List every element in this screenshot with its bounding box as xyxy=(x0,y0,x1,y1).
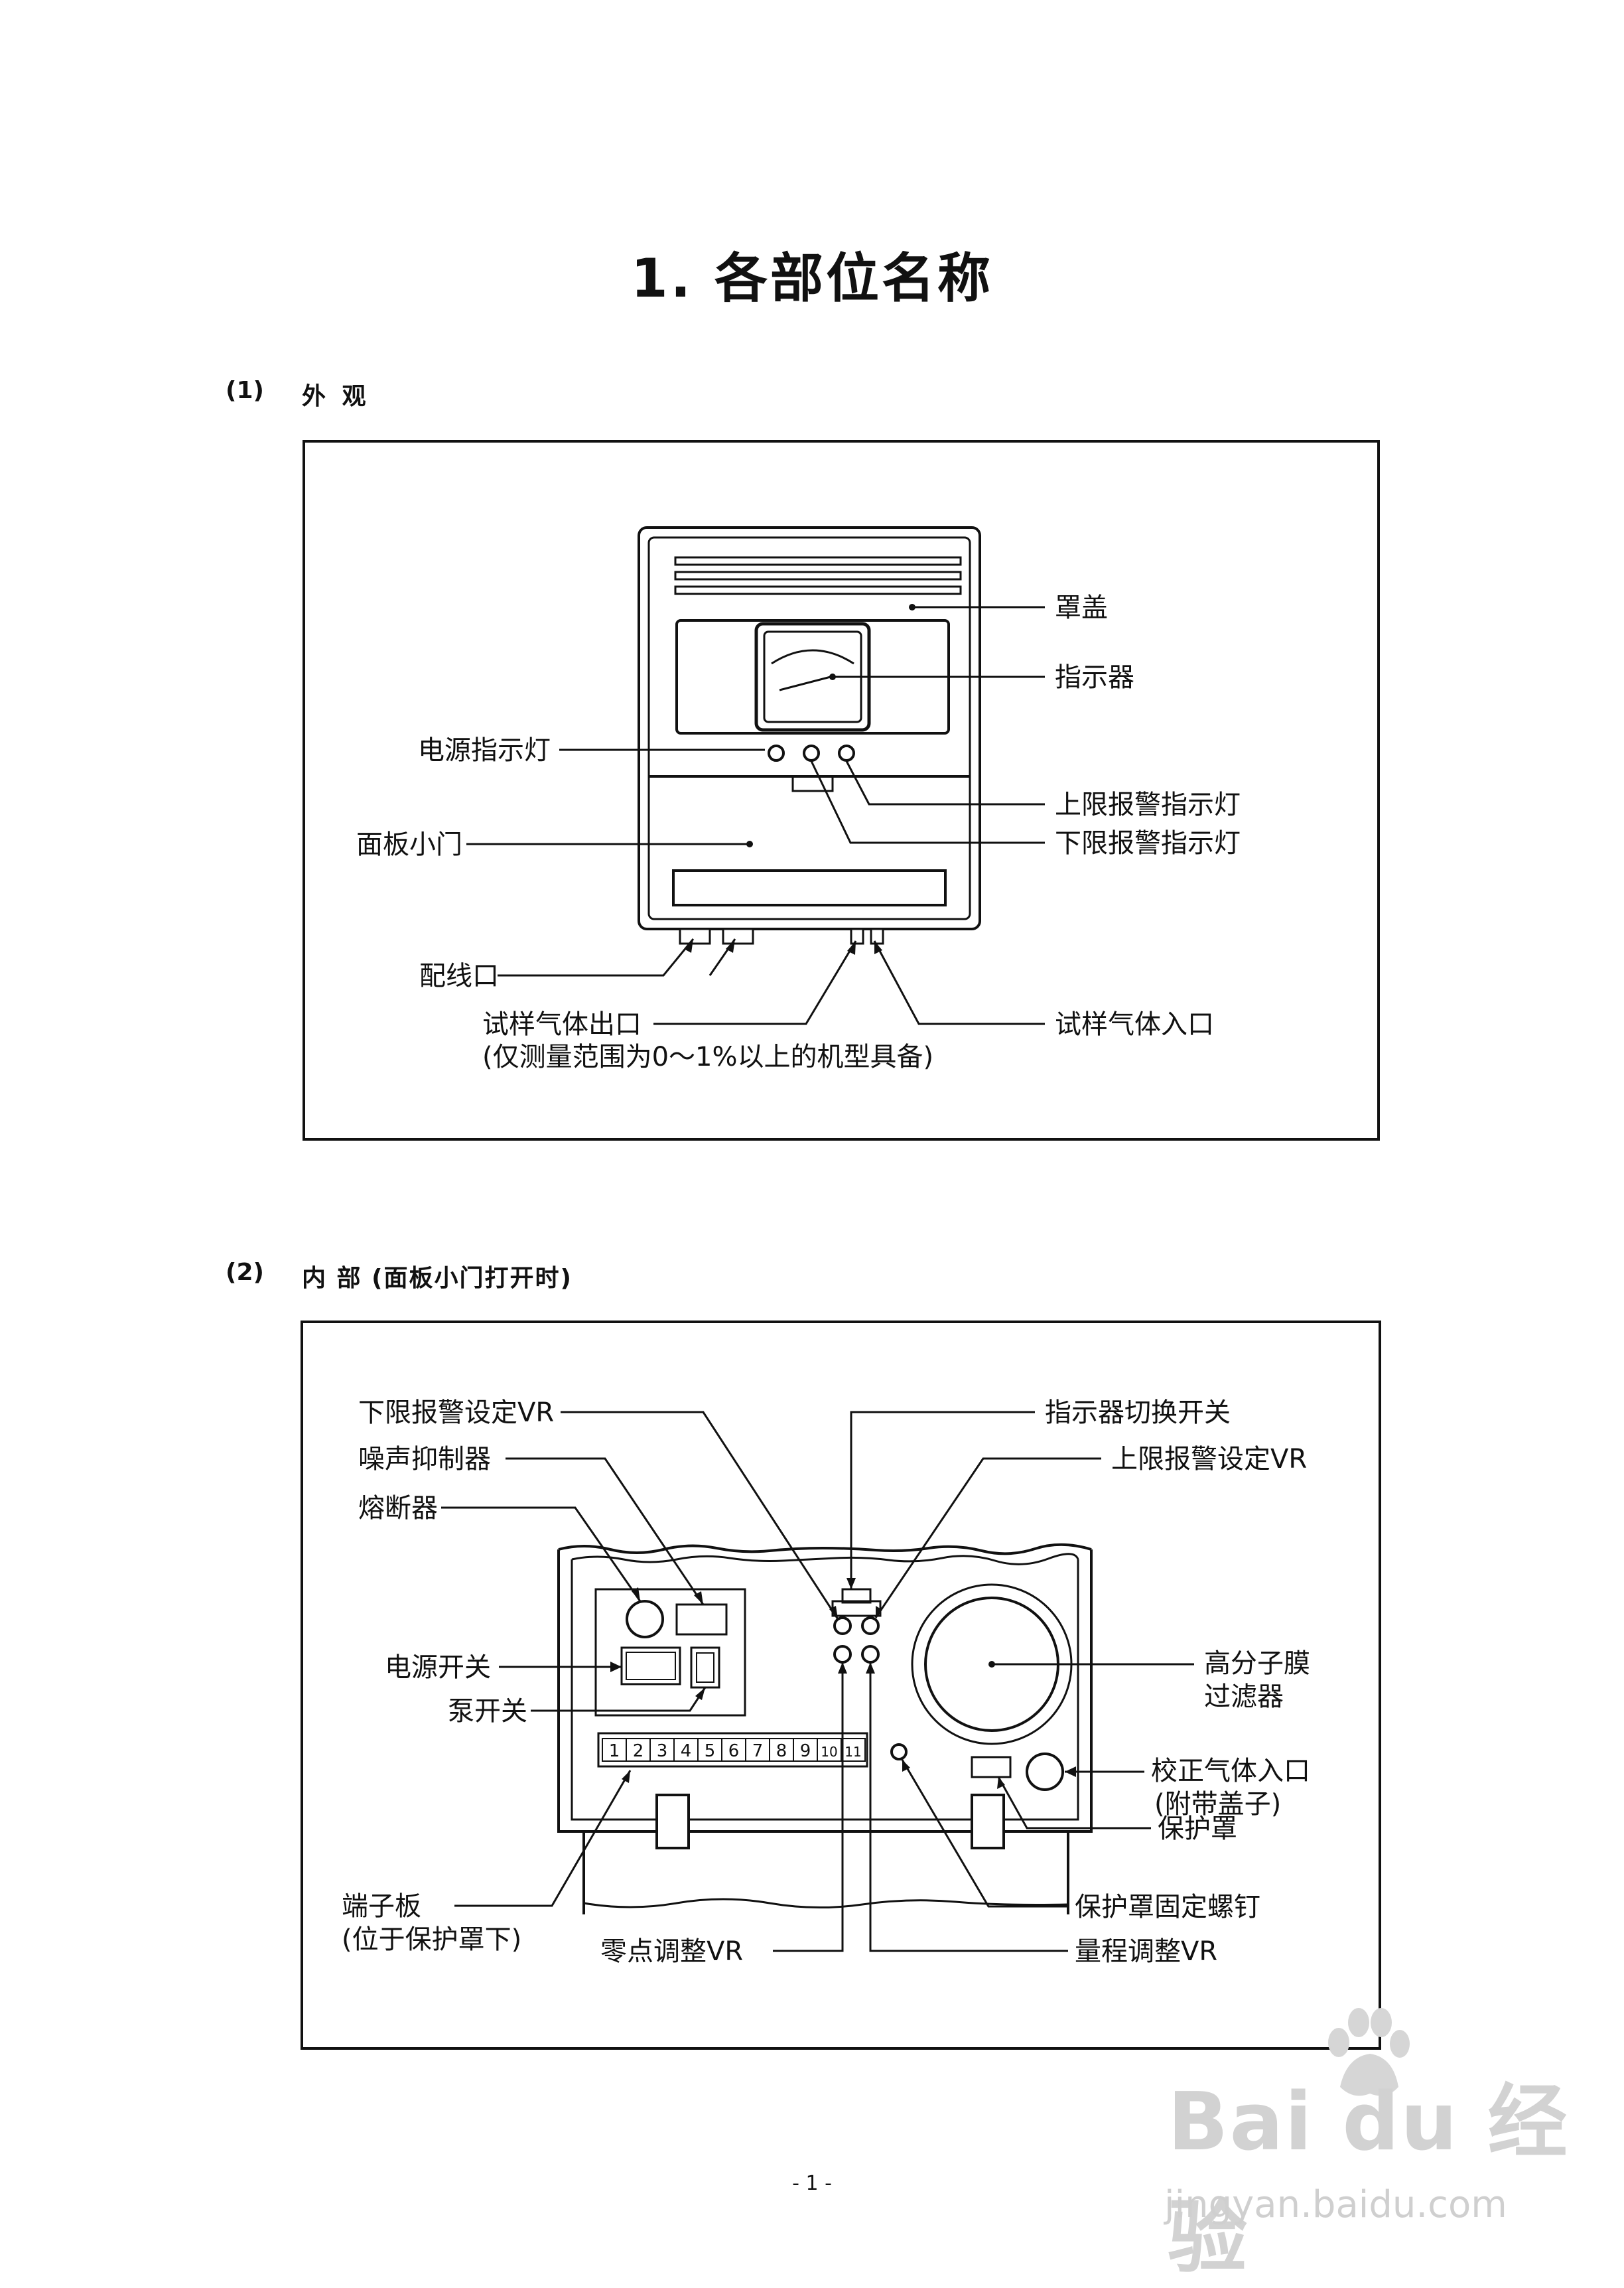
watermark-brand: Bai du 经验 xyxy=(1168,2076,1569,2284)
label-power-switch: 电源开关 xyxy=(385,1652,491,1683)
watermark-url: jingyan.baidu.com xyxy=(1164,2183,1507,2226)
arrowhead xyxy=(838,1662,847,1674)
label-protective-cover: 保护罩 xyxy=(1158,1814,1237,1844)
baidu-paw-icon xyxy=(1328,2008,1410,2096)
label-cover-screw: 保护罩固定螺钉 xyxy=(1075,1892,1260,1922)
terminal-number: 1 xyxy=(609,1741,620,1761)
label-sample-gas-inlet: 试样气体入口 xyxy=(1055,1009,1214,1040)
terminal-number: 7 xyxy=(752,1741,764,1761)
upper-alarm-lamp xyxy=(838,745,855,762)
arrowhead xyxy=(874,941,882,954)
upper-alarm-vr-knob xyxy=(861,1616,880,1635)
arrowhead xyxy=(876,1606,882,1618)
terminal-cell xyxy=(769,1738,794,1762)
interior-figure-frame xyxy=(301,1321,1381,2050)
label-upper-alarm-light: 上限报警指示灯 xyxy=(1055,790,1241,820)
arrowhead xyxy=(610,1662,622,1672)
label-span-vr: 量程调整VR xyxy=(1075,1936,1217,1967)
label-indicator-switch: 指示器切换开关 xyxy=(1045,1397,1231,1428)
label-upper-alarm-vr: 上限报警设定VR xyxy=(1111,1444,1307,1474)
terminal-cell xyxy=(602,1738,627,1762)
section-2-heading: 内 部 (面板小门打开时) xyxy=(302,1265,573,1292)
terminal-cell xyxy=(697,1738,722,1762)
arrowhead xyxy=(632,1587,640,1601)
interior-housing xyxy=(557,1543,1093,1914)
exterior-figure-frame xyxy=(303,440,1380,1141)
arrowhead xyxy=(847,941,856,955)
label-zero-vr: 零点调整VR xyxy=(600,1936,743,1967)
label-indicator: 指示器 xyxy=(1055,662,1134,693)
label-panel-door: 面板小门 xyxy=(356,829,462,860)
power-lamp xyxy=(768,745,785,762)
arrowhead xyxy=(695,1687,705,1700)
label-polymer-filter-2: 过滤器 xyxy=(1204,1681,1284,1712)
label-noise-suppressor: 噪声抑制器 xyxy=(358,1444,491,1474)
label-calib-gas-inlet: 校正气体入口 xyxy=(1151,1756,1310,1786)
label-sample-gas-outlet: 试样气体出口 xyxy=(482,1009,642,1040)
section-1-heading: 外 观 xyxy=(302,383,370,410)
terminal-number: 5 xyxy=(705,1741,716,1761)
label-power-light: 电源指示灯 xyxy=(418,735,551,766)
terminal-number: 9 xyxy=(800,1741,811,1761)
section-1-number: (1) xyxy=(226,377,264,404)
arrowhead xyxy=(866,1662,875,1674)
panel-door-dot xyxy=(746,841,753,847)
arrowhead xyxy=(997,1777,1005,1789)
sample-gas-inlet-fitting xyxy=(870,928,884,945)
terminal-number: 6 xyxy=(728,1741,740,1761)
filter-dot xyxy=(988,1661,995,1668)
cover-screw xyxy=(890,1743,908,1760)
terminal-cell xyxy=(673,1738,699,1762)
wiring-port-left xyxy=(679,928,711,945)
terminal-cell xyxy=(793,1738,818,1762)
arrowhead xyxy=(846,1578,856,1589)
label-terminal-board: 端子板 xyxy=(342,1891,421,1922)
arrowhead xyxy=(1065,1766,1076,1777)
label-polymer-filter-1: 高分子膜 xyxy=(1204,1648,1310,1679)
label-lower-alarm-vr: 下限报警设定VR xyxy=(358,1397,554,1428)
terminal-number: 10 xyxy=(821,1744,837,1760)
terminal-cell xyxy=(649,1738,675,1762)
terminal-cell xyxy=(745,1738,770,1762)
terminal-number: 11 xyxy=(845,1744,861,1760)
label-terminal-board-note: (位于保护罩下) xyxy=(342,1924,521,1955)
label-wiring-port: 配线口 xyxy=(419,961,499,991)
indicator-dot xyxy=(829,674,836,680)
terminal-number: 2 xyxy=(633,1741,644,1761)
label-sample-gas-outlet-note: (仅测量范围为0～1%以上的机型具备) xyxy=(482,1042,933,1072)
arrowhead xyxy=(829,1606,838,1619)
page-number: - 1 - xyxy=(792,2172,832,2195)
terminal-number: 8 xyxy=(776,1741,787,1761)
zero-vr-knob xyxy=(833,1645,852,1664)
sample-gas-outlet-fitting xyxy=(850,928,864,945)
label-fuse: 熔断器 xyxy=(358,1493,438,1524)
lower-alarm-vr-knob xyxy=(833,1616,852,1635)
terminal-number: 3 xyxy=(657,1741,668,1761)
terminal-cell xyxy=(626,1738,651,1762)
arrowhead xyxy=(684,939,693,953)
page-title: 1. 各部位名称 xyxy=(631,248,993,309)
span-vr-knob xyxy=(861,1645,880,1664)
arrowhead xyxy=(622,1770,630,1783)
arrowhead xyxy=(726,939,735,953)
arrowhead xyxy=(902,1760,910,1772)
lower-alarm-lamp xyxy=(803,745,820,762)
label-pump-switch: 泵开关 xyxy=(448,1696,527,1727)
terminal-number: 4 xyxy=(681,1741,692,1761)
cover-dot xyxy=(909,604,915,610)
label-calib-gas-inlet-note: (附带盖子) xyxy=(1154,1789,1281,1820)
section-2-number: (2) xyxy=(226,1259,264,1286)
label-cover: 罩盖 xyxy=(1055,593,1108,623)
label-lower-alarm-light: 下限报警指示灯 xyxy=(1055,828,1241,859)
terminal-cell xyxy=(841,1738,866,1762)
wiring-port-right xyxy=(722,928,754,945)
arrowhead xyxy=(694,1591,703,1605)
